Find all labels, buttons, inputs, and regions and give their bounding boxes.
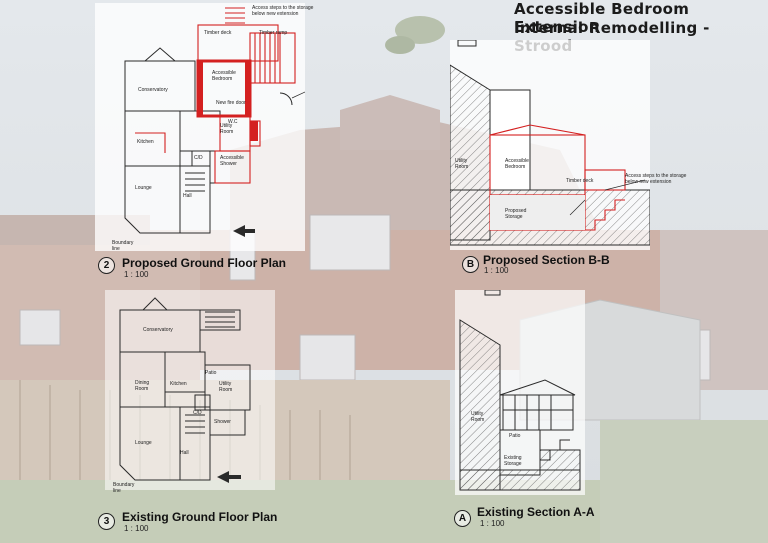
proposed-section-caption: Proposed Section B-B (483, 253, 610, 267)
proposed-plan-cpd-label: C/D (194, 155, 203, 161)
existing-section-utility-label: Utility Room (471, 411, 485, 423)
existing-plan-dining-label: Dining Room (135, 380, 150, 392)
proposed-plan-number-badge: 2 (98, 257, 115, 274)
proposed-section-note: Access steps to the storage below new ex… (625, 173, 687, 185)
existing-plan-panel (105, 290, 275, 490)
proposed-plan-boundary-label: Boundary line (112, 240, 134, 252)
existing-plan-cpd-label: C/D (193, 410, 202, 416)
proposed-plan-hall-label: Hall (183, 193, 192, 199)
proposed-section-bedroom-label: Accessible Bedroom (505, 158, 529, 170)
proposed-section-drawing (450, 40, 650, 246)
proposed-plan-wc-label: W.C (228, 119, 238, 125)
existing-section-drawing (459, 290, 581, 491)
existing-plan-kitchen-label: Kitchen (170, 381, 187, 387)
proposed-plan-deck-label: Timber deck (204, 30, 232, 36)
proposed-plan-scale: 1 : 100 (124, 270, 149, 279)
existing-plan-hall-label: Hall (180, 450, 189, 456)
proposed-plan-steps-note: Access steps to the storage below new ex… (252, 5, 314, 17)
existing-section-storage-label: Existing Storage (504, 455, 522, 467)
existing-plan-patio-label: Patio (205, 370, 217, 376)
proposed-section-utility-label: Utility Room (455, 158, 469, 170)
proposed-plan-conservatory-label: Conservatory (138, 87, 168, 93)
existing-plan-scale: 1 : 100 (124, 524, 149, 533)
existing-plan-boundary-label: Boundary line (113, 482, 135, 494)
existing-section-scale: 1 : 100 (480, 519, 505, 528)
proposed-plan-shower-label: Accessible Shower (220, 155, 244, 167)
proposed-section-storage-label: Proposed Storage (505, 208, 527, 220)
existing-plan-lounge-label: Lounge (135, 440, 152, 446)
proposed-plan-utility-label: Utility Room (220, 123, 234, 135)
existing-plan-number-badge: 3 (98, 513, 115, 530)
proposed-plan-kitchen-label: Kitchen (137, 139, 154, 145)
existing-plan-conservatory-label: Conservatory (143, 327, 173, 333)
existing-section-patio-label: Patio (509, 433, 521, 439)
proposed-section-deck-label: Timber deck (566, 178, 594, 184)
existing-plan-caption: Existing Ground Floor Plan (122, 510, 278, 524)
existing-section-letter-badge: A (454, 510, 471, 527)
proposed-section-letter-badge: B (462, 256, 479, 273)
proposed-plan-lounge-label: Lounge (135, 185, 152, 191)
proposed-plan-ramp-label: Timber ramp (259, 30, 288, 36)
proposed-plan-caption: Proposed Ground Floor Plan (122, 256, 287, 270)
proposed-plan-bedroom-label: Accessible Bedroom (212, 70, 236, 82)
proposed-plan-drawing (124, 7, 305, 237)
page-title-line-1: Accessible Bedroom Extension (514, 0, 690, 36)
existing-section-caption: Existing Section A-A (477, 505, 595, 519)
proposed-section-scale: 1 : 100 (484, 266, 509, 275)
proposed-plan-fire-door-label: New fire door (216, 100, 246, 106)
existing-plan-utility-label: Utility Room (219, 381, 233, 393)
existing-plan-drawing (119, 297, 251, 483)
existing-plan-shower-label: Shower (214, 419, 231, 425)
